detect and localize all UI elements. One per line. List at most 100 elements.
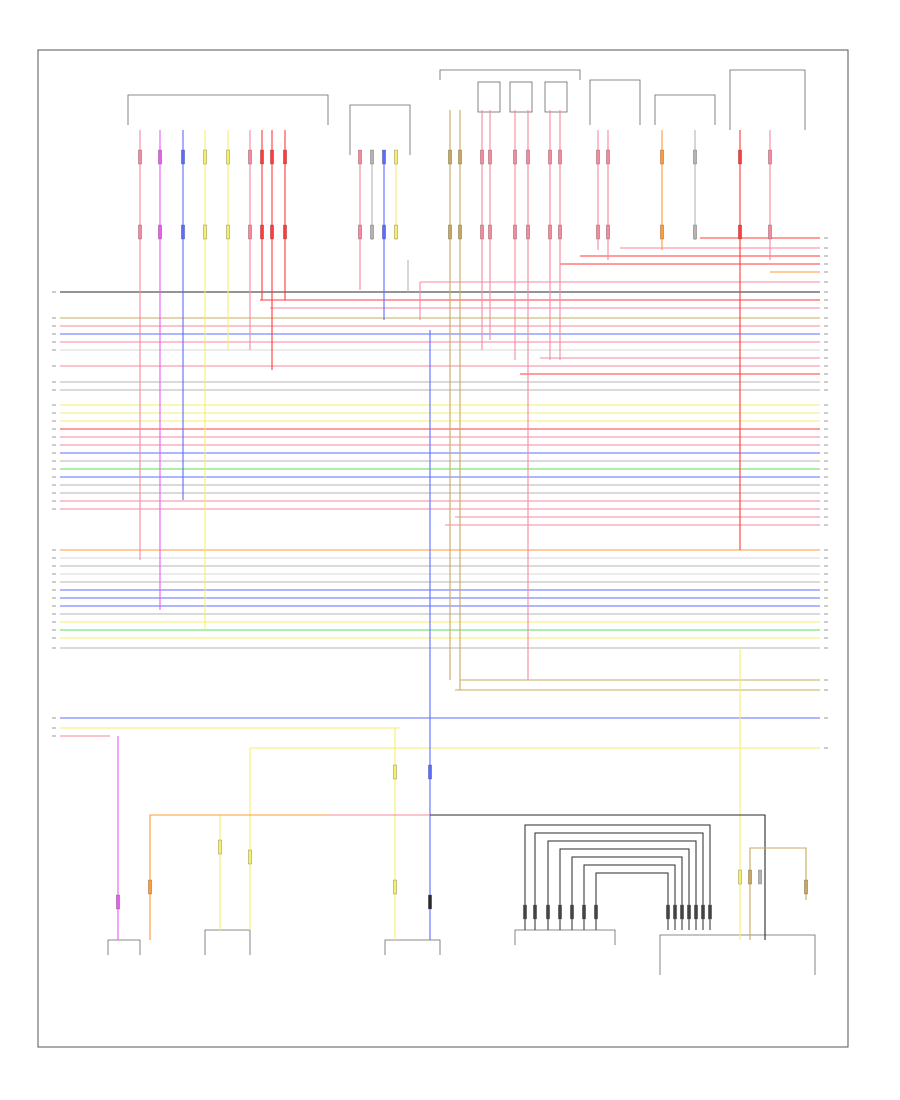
- module-bracket-wire: [559, 848, 690, 930]
- wire-connector: [248, 149, 252, 165]
- wire-connector: [694, 904, 698, 920]
- wire-connector: [428, 894, 432, 910]
- wire-connector: [448, 224, 452, 240]
- wire-connector: [203, 224, 207, 240]
- wire-connector: [513, 149, 517, 165]
- wire-connector: [687, 904, 691, 920]
- wire-connector: [558, 224, 562, 240]
- wire-connector: [181, 224, 185, 240]
- wire-connector: [548, 224, 552, 240]
- wire-connector: [358, 149, 362, 165]
- wire-connector: [458, 224, 462, 240]
- module-bracket-wire: [595, 872, 669, 930]
- wire-connector: [260, 224, 264, 240]
- top-component-bracket: [439, 69, 581, 80]
- bottom-component-bracket: [514, 929, 616, 945]
- bottom-component-bracket: [204, 929, 251, 955]
- wire-connector: [148, 879, 152, 895]
- wire-connector: [738, 149, 742, 165]
- wire-connector: [181, 149, 185, 165]
- wire-connector: [738, 224, 742, 240]
- bottom-component-bracket: [107, 939, 141, 955]
- module-bracket-wire: [534, 832, 704, 930]
- top-components: [127, 69, 806, 155]
- wire-connector: [393, 879, 397, 895]
- wire-connector: [596, 149, 600, 165]
- orange-branch: [149, 814, 330, 940]
- wire-connector: [270, 149, 274, 165]
- wire-connector: [203, 149, 207, 165]
- bottom-component-bracket: [384, 939, 441, 955]
- wire-connector: [594, 904, 598, 920]
- wire-connector: [693, 149, 697, 165]
- wire-connector: [138, 224, 142, 240]
- wire-connector: [248, 849, 252, 865]
- wire-connector: [283, 224, 287, 240]
- diagram-frame: [37, 49, 849, 1048]
- wire-connector: [526, 224, 530, 240]
- top-component-bracket: [589, 79, 641, 125]
- wire-connector: [768, 149, 772, 165]
- wire-connector: [218, 839, 222, 855]
- wire-connector: [680, 904, 684, 920]
- wire-connector: [394, 149, 398, 165]
- top-component-bracket: [127, 94, 329, 125]
- wire-connector: [606, 149, 610, 165]
- wire-connector: [768, 224, 772, 240]
- top-component-box: [477, 81, 501, 113]
- module-bracket-wire: [571, 856, 683, 930]
- wire-connector: [488, 224, 492, 240]
- wire-connector: [283, 149, 287, 165]
- wire-connector: [270, 224, 274, 240]
- tan-branch: [749, 847, 807, 940]
- wire-connector: [382, 149, 386, 165]
- wire-connector: [138, 149, 142, 165]
- wire-connector: [488, 149, 492, 165]
- wire-connector: [708, 904, 712, 920]
- top-component-bracket: [729, 69, 806, 130]
- wire-connector: [260, 149, 264, 165]
- wire-connector: [226, 224, 230, 240]
- wire-connector: [596, 224, 600, 240]
- wire-connector: [673, 904, 677, 920]
- wire-connector: [370, 224, 374, 240]
- wire-connector: [248, 224, 252, 240]
- wire-connector: [558, 904, 562, 920]
- wire-connector: [558, 149, 562, 165]
- wire-connector: [666, 904, 670, 920]
- wire-connector: [738, 869, 742, 885]
- wire-connector: [758, 869, 762, 885]
- bottom-components: [107, 929, 816, 975]
- wire-connector: [660, 224, 664, 240]
- wire-connector: [546, 904, 550, 920]
- wire-connector: [513, 224, 517, 240]
- wire-connector: [480, 224, 484, 240]
- top-component-box: [509, 81, 533, 113]
- wire-connector: [748, 869, 752, 885]
- top-component-bracket: [349, 104, 411, 155]
- wire-connector: [158, 224, 162, 240]
- wire-connector: [394, 224, 398, 240]
- wire-connector: [358, 224, 362, 240]
- wire-connector: [480, 149, 484, 165]
- top-component-bracket: [654, 94, 716, 125]
- wire-connector: [370, 149, 374, 165]
- bottom-component-bracket: [659, 934, 816, 975]
- wire-connector: [533, 904, 537, 920]
- wire-connector: [693, 224, 697, 240]
- module-bracket-wire: [583, 864, 676, 930]
- wire-connector: [458, 149, 462, 165]
- wire-connector: [570, 904, 574, 920]
- wire-connector: [448, 149, 452, 165]
- wire-connector: [523, 904, 527, 920]
- wire-connector: [428, 764, 432, 780]
- module-bracket-wire: [524, 824, 711, 930]
- module-bracket-wire: [547, 840, 697, 930]
- wire-connector: [226, 149, 230, 165]
- wire-connector: [382, 224, 386, 240]
- wire-connector: [393, 764, 397, 780]
- wire-connector: [606, 224, 610, 240]
- wire-connector: [548, 149, 552, 165]
- top-component-box: [544, 81, 568, 113]
